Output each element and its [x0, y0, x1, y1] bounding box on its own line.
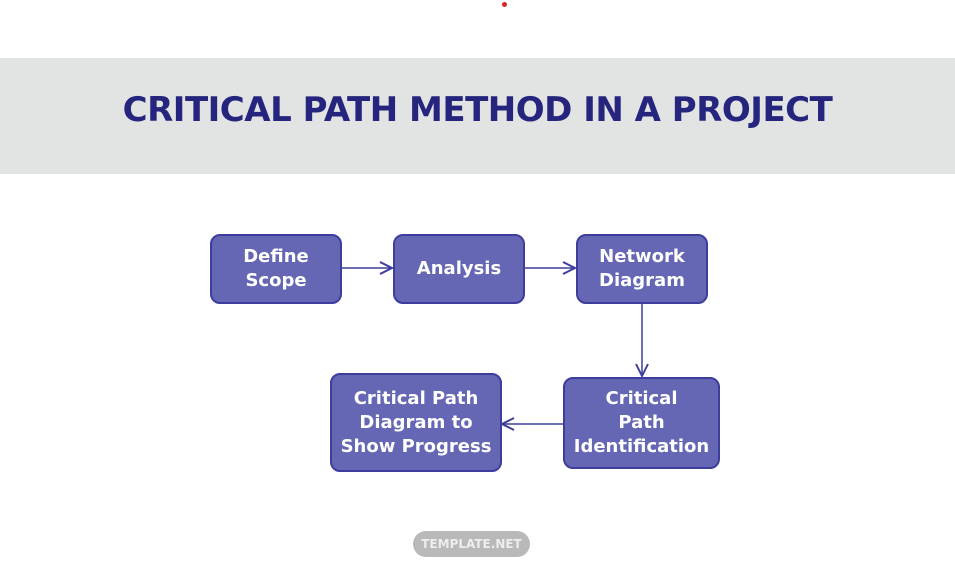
page-title: CRITICAL PATH METHOD IN A PROJECT	[122, 90, 833, 130]
watermark: TEMPLATE.NET	[413, 531, 530, 557]
step-critical-path-identification: Critical Path Identification	[563, 377, 720, 469]
title-band	[0, 58, 955, 174]
step-progress-diagram: Critical Path Diagram to Show Progress	[330, 373, 502, 472]
step-define-scope: Define Scope	[210, 234, 342, 304]
step-network-diagram: Network Diagram	[576, 234, 708, 304]
red-dot	[502, 2, 507, 7]
step-analysis: Analysis	[393, 234, 525, 304]
